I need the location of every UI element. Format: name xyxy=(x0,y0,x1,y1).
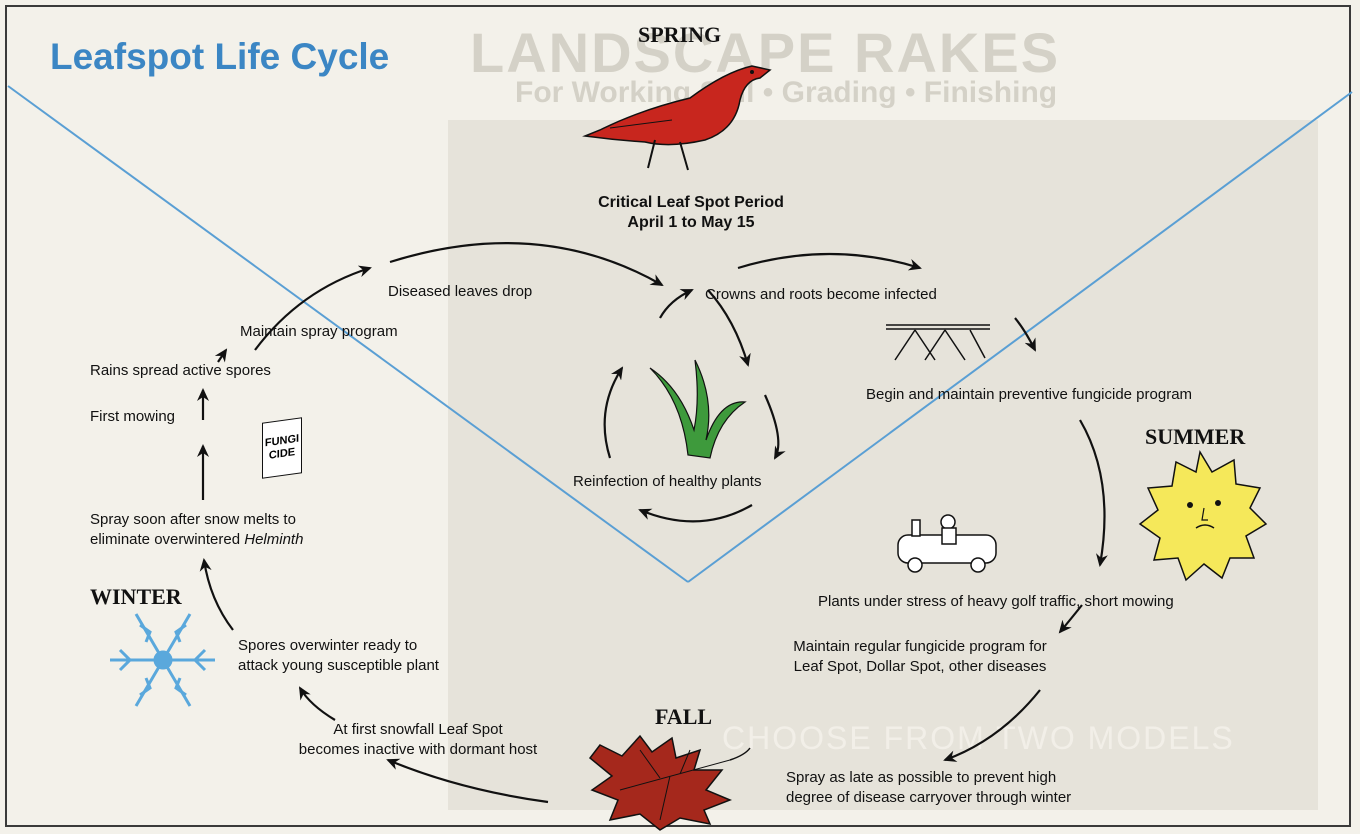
critical-period-label: Critical Leaf Spot Period April 1 to May… xyxy=(575,193,807,233)
diagram-title: Leafspot Life Cycle xyxy=(50,36,389,78)
regular-fungicide-line1: Maintain regular fungicide program for xyxy=(762,637,1078,657)
step-rains-spread: Rains spread active spores xyxy=(90,361,271,381)
step-spray-after-snow: Spray soon after snow melts to eliminate… xyxy=(90,510,303,550)
step-late-spray: Spray as late as possible to prevent hig… xyxy=(786,768,1071,808)
step-regular-fungicide: Maintain regular fungicide program for L… xyxy=(762,637,1078,677)
spray-after-snow-line2: eliminate overwintered Helminth xyxy=(90,530,303,550)
step-golf-stress: Plants under stress of heavy golf traffi… xyxy=(818,592,1174,612)
bird-icon xyxy=(585,66,770,170)
sun-icon xyxy=(1140,452,1266,580)
step-crowns-roots: Crowns and roots become infected xyxy=(705,285,937,305)
spray-after-snow-line2-text: eliminate overwintered xyxy=(90,531,244,548)
sprayer-icon xyxy=(886,325,990,360)
season-summer: SUMMER xyxy=(1145,424,1245,450)
golf-cart-icon xyxy=(898,515,996,572)
step-first-snowfall: At first snowfall Leaf Spot becomes inac… xyxy=(272,720,564,760)
spray-after-snow-line1: Spray soon after snow melts to xyxy=(90,510,303,530)
grass-icon xyxy=(650,360,745,458)
leaf-icon xyxy=(590,736,750,830)
step-reinfection: Reinfection of healthy plants xyxy=(573,472,761,492)
fungicide-box-icon: FUNGI CIDE xyxy=(262,417,302,479)
step-first-mowing: First mowing xyxy=(90,407,175,427)
step-diseased-leaves: Diseased leaves drop xyxy=(388,282,532,302)
helminth-term: Helminth xyxy=(244,531,303,548)
critical-period-line1: Critical Leaf Spot Period xyxy=(575,193,807,213)
v-guide-lines xyxy=(8,86,1352,582)
snowflake-icon xyxy=(110,614,215,706)
step-preventive-fungicide: Begin and maintain preventive fungicide … xyxy=(866,385,1192,405)
season-spring: SPRING xyxy=(638,22,721,48)
season-fall: FALL xyxy=(655,704,712,730)
late-spray-line1: Spray as late as possible to prevent hig… xyxy=(786,768,1071,788)
season-winter: WINTER xyxy=(90,584,182,610)
regular-fungicide-line2: Leaf Spot, Dollar Spot, other diseases xyxy=(762,657,1078,677)
first-snowfall-line2: becomes inactive with dormant host xyxy=(272,740,564,760)
spores-overwinter-line2: attack young susceptible plant xyxy=(238,656,439,676)
late-spray-line2: degree of disease carryover through wint… xyxy=(786,788,1071,808)
first-snowfall-line1: At first snowfall Leaf Spot xyxy=(272,720,564,740)
critical-period-line2: April 1 to May 15 xyxy=(575,213,807,233)
step-maintain-spray: Maintain spray program xyxy=(240,322,398,342)
spores-overwinter-line1: Spores overwinter ready to xyxy=(238,636,439,656)
step-spores-overwinter: Spores overwinter ready to attack young … xyxy=(238,636,439,676)
